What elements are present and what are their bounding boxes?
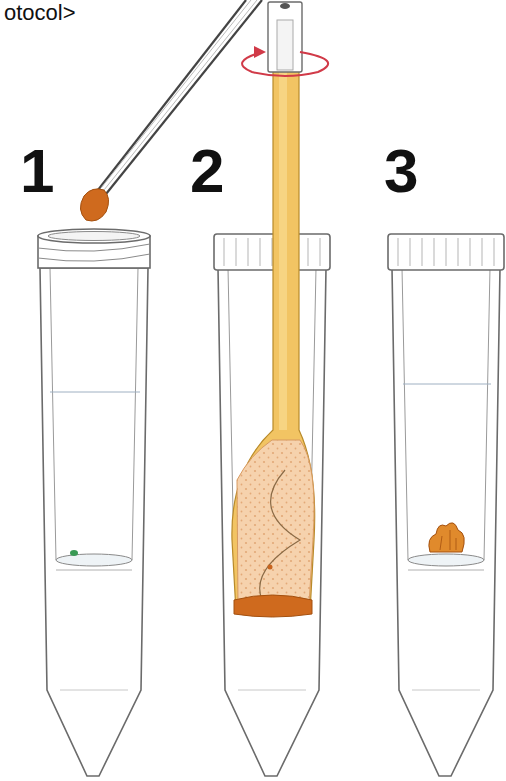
header-text: otocol>: [4, 2, 76, 24]
pestle: [232, 2, 328, 617]
step-number: 3: [384, 140, 418, 202]
step-number: 1: [20, 140, 54, 202]
step-number: 2: [190, 140, 224, 202]
tweezers: [80, 0, 262, 221]
tube-with-pestle: [214, 234, 330, 776]
tube-open: [38, 229, 150, 776]
tube-with-pellet: [388, 234, 504, 776]
